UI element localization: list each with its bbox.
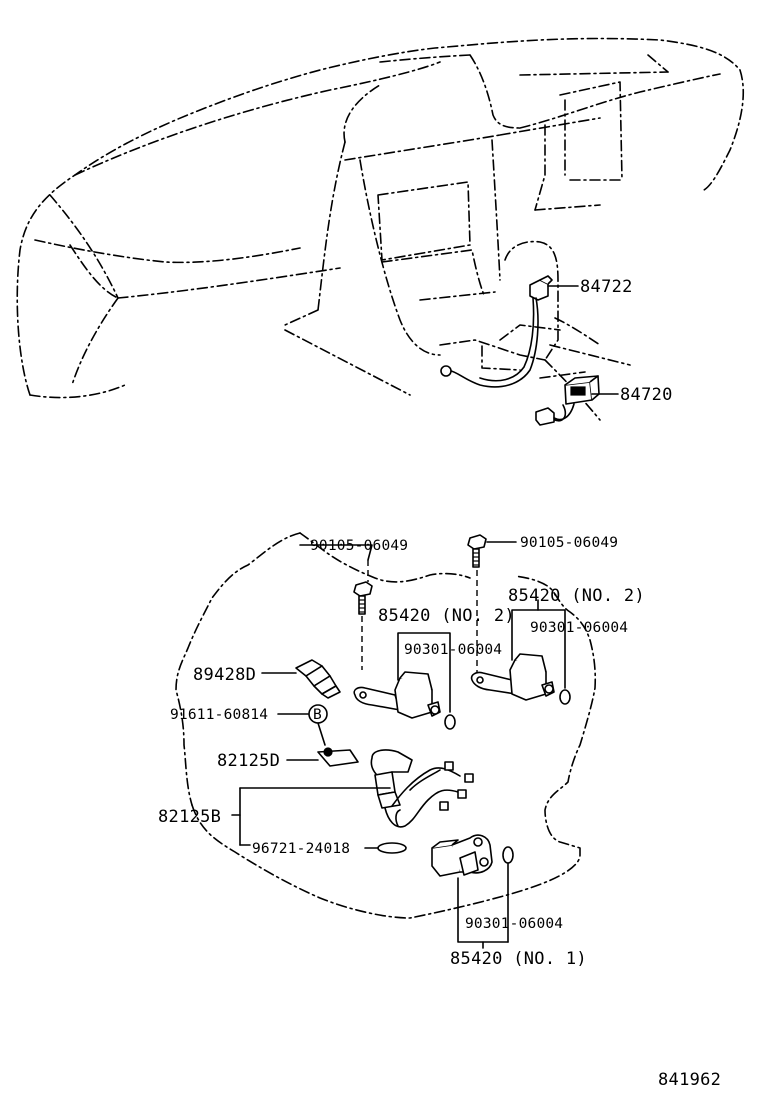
bolt-left bbox=[299, 544, 373, 670]
part-label-84720: 84720 bbox=[620, 385, 673, 405]
part-label-clip: 91611-60814 bbox=[170, 707, 268, 723]
part-label-grommet: 96721-24018 bbox=[252, 841, 350, 857]
part-label-oring-left: 90301-06004 bbox=[404, 642, 502, 658]
part-label-sol-no2-right: 85420 (NO. 2) bbox=[508, 586, 645, 606]
diagram-id: 841962 bbox=[658, 1070, 721, 1090]
harness-82125B bbox=[231, 749, 474, 854]
part-label-plate: 82125D bbox=[217, 751, 280, 771]
part-label-sol-no1: 85420 (NO. 1) bbox=[450, 949, 587, 969]
speed-sensor bbox=[261, 659, 341, 699]
solenoid-no2-right bbox=[470, 599, 571, 705]
part-label-harness: 82125B bbox=[158, 807, 221, 827]
part-label-oring-right: 90301-06004 bbox=[530, 620, 628, 636]
part-label-bolt-left: 90105-06049 bbox=[310, 538, 408, 554]
part-label-bolt-right: 90105-06049 bbox=[520, 535, 618, 551]
switch-84720 bbox=[535, 375, 619, 426]
clip-b: B bbox=[277, 704, 328, 746]
part-label-sol-no2-left: 85420 (NO. 2) bbox=[378, 606, 515, 626]
bolt-right bbox=[467, 534, 517, 675]
dashboard-illustration bbox=[16, 37, 745, 421]
part-label-84722: 84722 bbox=[580, 277, 633, 297]
solenoid-no1 bbox=[431, 834, 514, 949]
solenoid-no2-left bbox=[353, 632, 456, 730]
transmission-case-outline bbox=[175, 532, 597, 919]
part-label-sensor: 89428D bbox=[193, 665, 256, 685]
marker-b-text: B bbox=[313, 707, 322, 723]
part-label-oring-bottom: 90301-06004 bbox=[465, 916, 563, 932]
plate-82125D bbox=[286, 747, 359, 767]
